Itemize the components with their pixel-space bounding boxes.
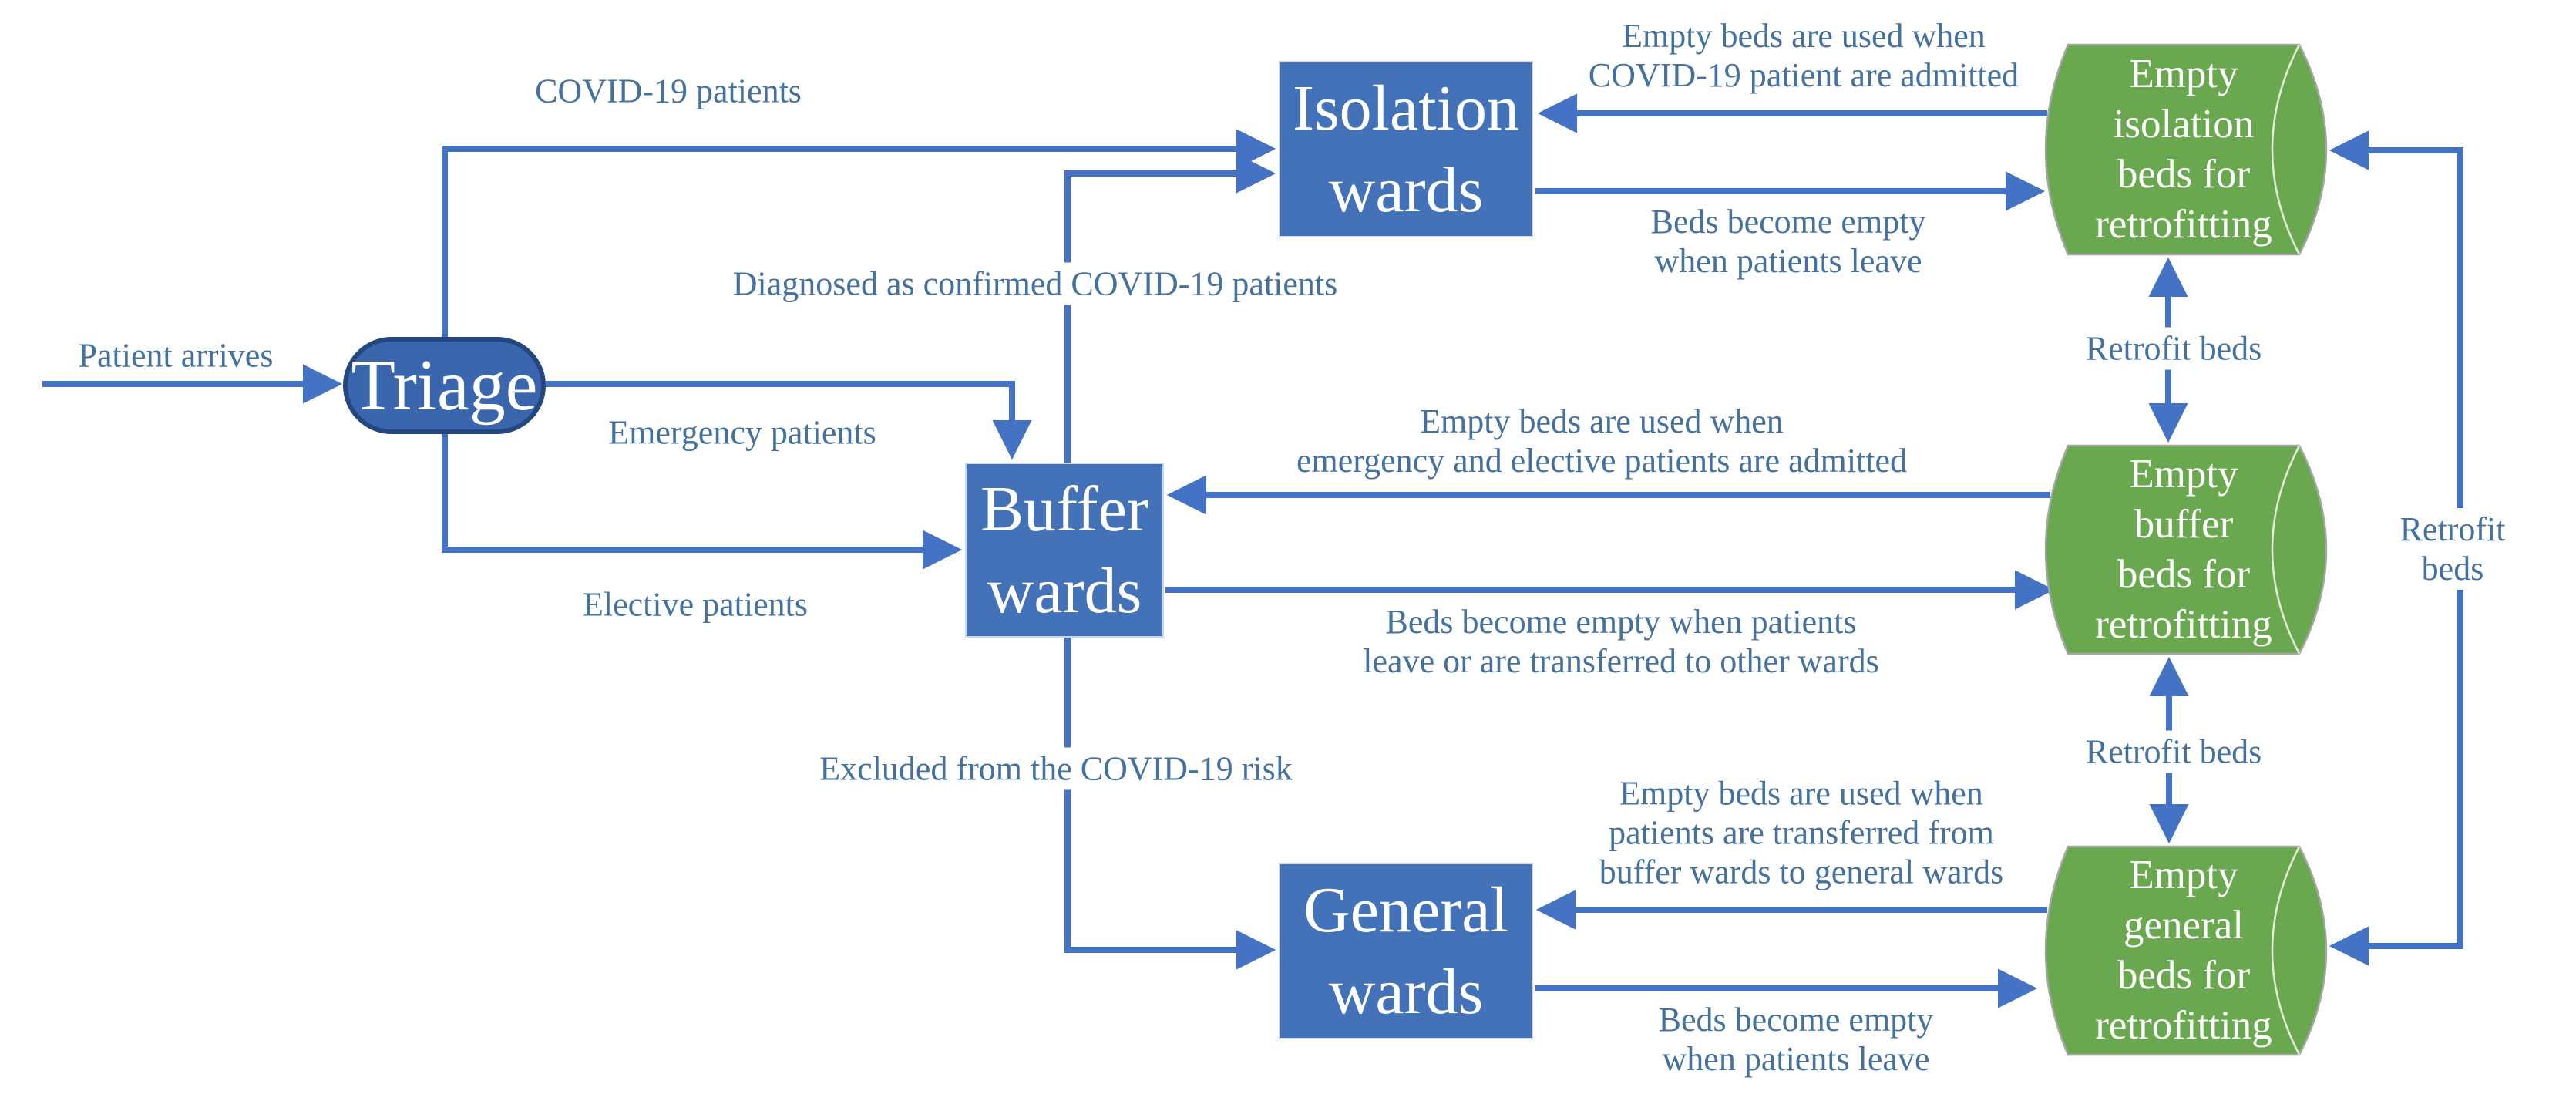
cylinder-empty-isolation-beds-arc [2271, 44, 2301, 255]
edge-label-covid-patients: COVID-19 patients [535, 72, 802, 110]
node-general-wards: General wards [1279, 863, 1533, 1039]
connector-covid-patients [442, 129, 1276, 337]
edge-label-patient-arrives: Patient arrives [78, 336, 274, 375]
edge-label-elective-patients: Elective patients [583, 585, 808, 624]
node-triage: Triage [343, 337, 546, 434]
node-empty-buffer-beds-label: Empty buffer beds for retrofitting [2095, 452, 2272, 647]
edge-label-isolation-admit: Empty beds are used when COVID-19 patien… [1588, 17, 2019, 94]
edge-label-diagnosed: Diagnosed as confirmed COVID-19 patients [723, 262, 1347, 305]
node-isolation-wards: Isolation wards [1279, 61, 1533, 237]
edge-label-retrofit-top: Retrofit beds [2076, 327, 2272, 370]
connector-emergency-patients [546, 381, 1032, 460]
edge-label-retrofit-bottom: Retrofit beds [2076, 730, 2272, 773]
cylinder-empty-general-beds-arc [2271, 846, 2301, 1055]
edge-label-buffer-leave: Beds become empty when patients leave or… [1363, 603, 1879, 680]
edge-label-retrofit-right: Retrofit beds [2390, 508, 2515, 590]
node-empty-isolation-beds-label: Empty isolation beds for retrofitting [2095, 52, 2272, 247]
connector-excluded [1064, 638, 1276, 970]
node-empty-general-beds-label: Empty general beds for retrofitting [2095, 853, 2272, 1048]
connector-elective-patients [442, 434, 963, 570]
edge-label-general-leave: Beds become empty when patients leave [1658, 1001, 1934, 1078]
edge-label-buffer-admit: Empty beds are used when emergency and e… [1296, 402, 1908, 480]
connector-diagnosed [1064, 153, 1276, 463]
cylinder-empty-buffer-beds-arc [2271, 445, 2301, 655]
edge-label-emergency-patients: Emergency patients [608, 413, 876, 452]
edge-label-isolation-leave: Beds become empty when patients leave [1650, 203, 1926, 280]
edge-label-general-admit: Empty beds are used when patients are tr… [1599, 774, 2004, 891]
node-buffer-wards: Buffer wards [965, 463, 1164, 638]
edge-label-excluded: Excluded from the COVID-19 risk [810, 747, 1302, 790]
